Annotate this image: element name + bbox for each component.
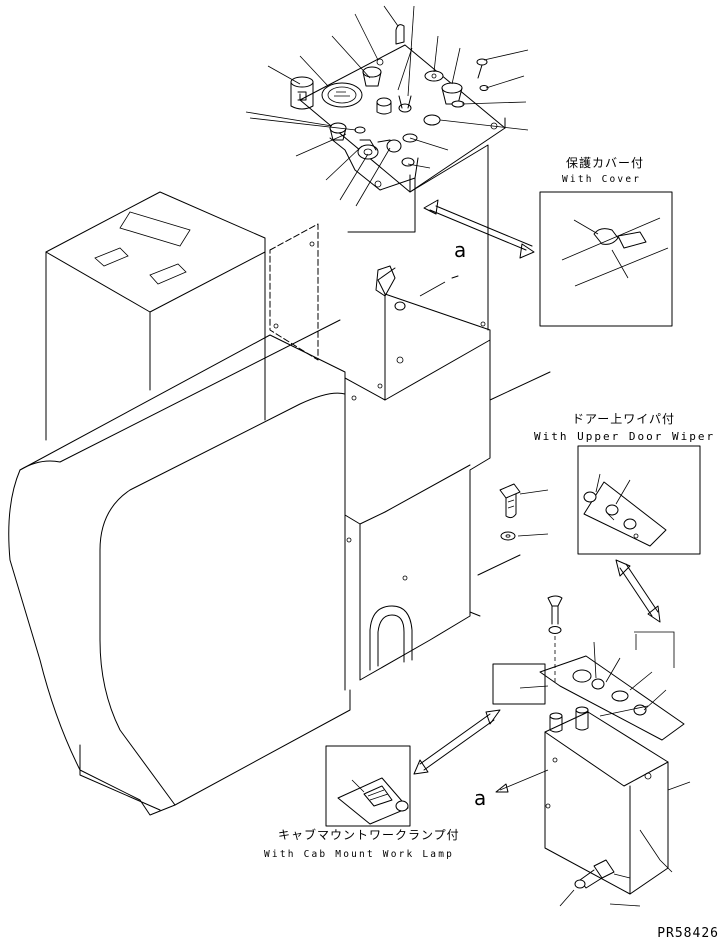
bracket-nut xyxy=(394,275,459,311)
with-cover-inset xyxy=(539,191,673,327)
with-upper-door-wiper-label-en: With Upper Door Wiper xyxy=(534,430,716,443)
cab-mount-work-lamp-inset xyxy=(325,745,411,827)
upper-door-wiper-inset xyxy=(577,445,701,555)
leader-lines-top xyxy=(245,5,529,207)
with-cover-label-en: With Cover xyxy=(562,174,642,185)
console-box-rear xyxy=(45,191,266,441)
with-cab-mount-work-lamp-label-jp: キャブマウントワークランプ付 xyxy=(278,828,460,842)
side-panel xyxy=(269,223,319,361)
with-upper-door-wiper-label: ドアー上ワイパ付 xyxy=(572,410,675,427)
view-marker-bottom: a xyxy=(474,786,487,810)
large-curved-cover xyxy=(8,319,351,816)
arrow-to-wiper xyxy=(615,559,661,623)
with-cover-label-jp: 保護カバー付 xyxy=(566,156,645,170)
part-number: PR58426 xyxy=(657,926,719,941)
center-bracket xyxy=(344,265,551,681)
view-marker-top: a xyxy=(454,238,467,262)
arrow-to-work-lamp xyxy=(413,709,501,775)
bolt-washer-mid xyxy=(499,483,549,541)
with-upper-door-wiper-label-jp: ドアー上ワイパ付 xyxy=(572,412,676,426)
with-cab-mount-work-lamp-label: キャブマウントワークランプ付 xyxy=(278,826,460,843)
with-cover-label: 保護カバー付 With Cover xyxy=(562,154,645,185)
top-switch-panel xyxy=(290,24,506,331)
lower-right-assembly xyxy=(492,595,691,907)
arrow-to-with-cover xyxy=(423,199,535,259)
view-arrow-bottom xyxy=(495,769,549,793)
with-cab-mount-work-lamp-label-en: With Cab Mount Work Lamp xyxy=(264,849,455,860)
